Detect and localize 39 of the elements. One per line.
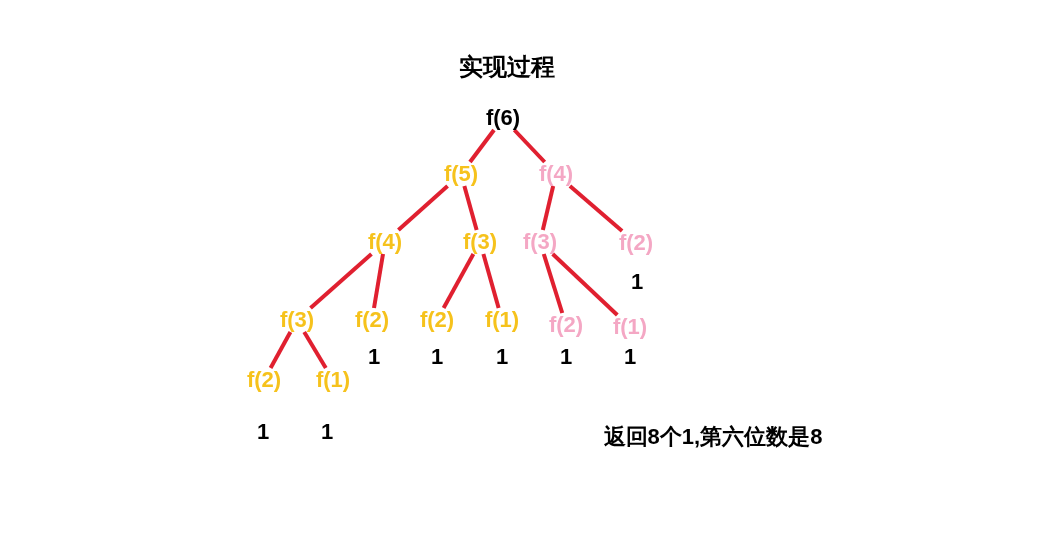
result-value: 1: [623, 344, 637, 370]
call-label: f(2): [246, 367, 282, 393]
call-label: f(2): [548, 312, 584, 338]
call-label: f(5): [443, 161, 479, 187]
tree-branch: [481, 253, 501, 309]
call-label: f(3): [522, 229, 558, 255]
result-value: 1: [430, 344, 444, 370]
note: 返回8个1,第六位数是8: [603, 424, 823, 450]
tree-branch: [540, 185, 556, 231]
call-label: f(4): [538, 161, 574, 187]
call-label: f(2): [419, 307, 455, 333]
tree-branch: [372, 253, 385, 309]
tree-branch: [468, 128, 496, 164]
call-label: f(1): [612, 314, 648, 340]
tree-branch: [512, 128, 547, 164]
tree-branch: [541, 253, 565, 314]
tree-branch: [551, 252, 619, 317]
tree-branch: [309, 252, 373, 310]
tree-branch: [302, 330, 328, 370]
result-value: 1: [630, 269, 644, 295]
result-value: 1: [559, 344, 573, 370]
title: 实现过程: [459, 54, 555, 80]
tree-branch: [462, 185, 479, 231]
tree-branch: [441, 253, 476, 309]
call-label: f(6): [485, 105, 521, 131]
call-label: f(3): [462, 229, 498, 255]
result-value: 1: [495, 344, 509, 370]
tree-branch: [268, 331, 293, 369]
call-label: f(1): [315, 367, 351, 393]
call-label: f(4): [367, 229, 403, 255]
call-label: f(1): [484, 307, 520, 333]
result-value: 1: [367, 344, 381, 370]
call-label: f(3): [279, 307, 315, 333]
tree-branch: [397, 184, 449, 232]
result-value: 1: [256, 419, 270, 445]
result-value: 1: [320, 419, 334, 445]
call-label: f(2): [354, 307, 390, 333]
tree-branch: [568, 184, 624, 233]
call-label: f(2): [618, 230, 654, 256]
